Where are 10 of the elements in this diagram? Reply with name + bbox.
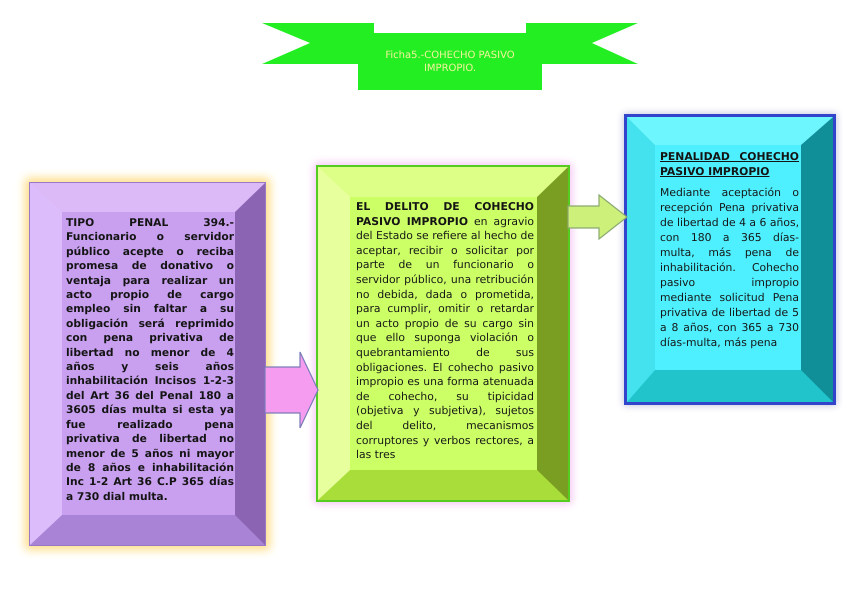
box-heading: PENALIDAD COHECHO PASIVO IMPROPIO [660, 150, 799, 179]
beveled-box [627, 117, 833, 402]
box-text: EL DELITO DE COHECHO PASIVO IMPROPIO en agravio del Estado se refiere al hecho de aceptar, recibir o solicitar por parte de un funcionario o servidor público, una retribución no debida, dada o prometida, para cumplir, omitir o retardar un acto propio de su cargo sin que ello suponga violación o quebrantamiento de sus obligaciones. El cohecho pasivo impropio es una forma atenuada de cohecho, su tipicidad (objetiva y subjetiva), sujetos del delito, mecanismos corruptores y verbos rectores, a las tres [356, 200, 534, 463]
block-arrow [264, 351, 319, 429]
box-text: Mediante aceptación o recepción Pena privativa de libertad de 4 a 6 años, con 180 a 365 días-multa, más pena de inhabilitación. Cohecho pasivo impropio mediante solicitud Pena privativa de libertad de 5 a 8 años, con 365 a 730 días-multa, más pena [660, 185, 799, 350]
block-arrow [567, 194, 628, 240]
beveled-box [30, 183, 265, 545]
beveled-box [318, 167, 568, 500]
banner-title: Ficha5.-COHECHO PASIVO IMPROPIO. [384, 49, 516, 75]
box-text: TIPO PENAL 394.- Funcionario o servidor público acepte o reciba promesa de donativo o ventaja para realizar un acto propio de cargo empleo sin faltar a su obligación será reprimido con pena privativa de libertad no menor de 4 años y seis años inhabilitación Incisos 1-2-3 del Art 36 del Penal 180 a 3605 días multa si esta ya fue realizado pena privativa de libertad no menor de 5 años ni mayor de 8 años e inhabilitación Inc 1-2 Art 36 C.P 365 días a 730 dial multa. [66, 216, 234, 504]
